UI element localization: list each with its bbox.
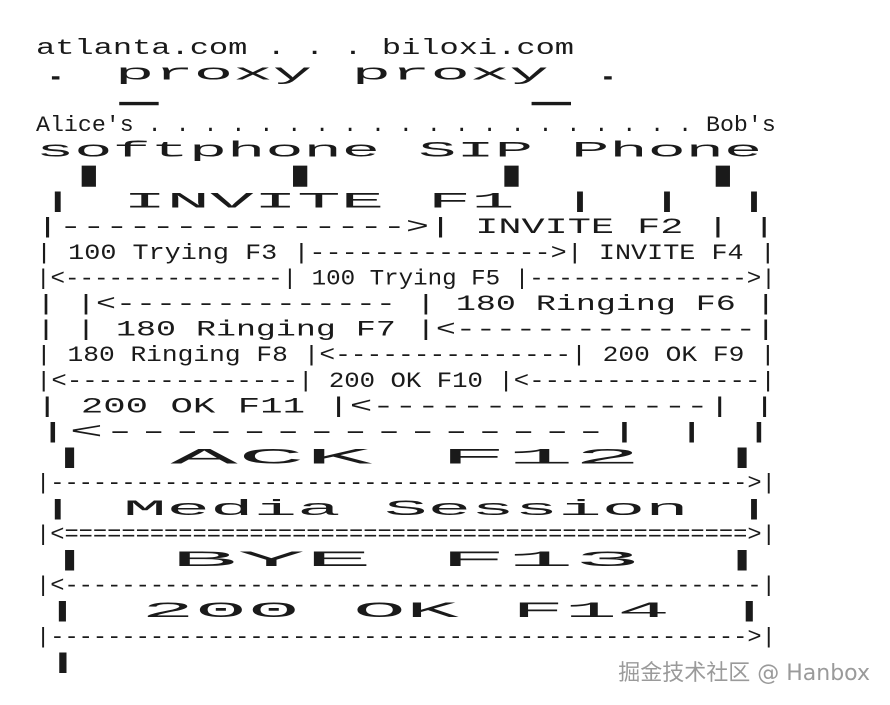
- watermark: 掘金技术社区 @ Hanbox: [618, 661, 870, 686]
- diagram-line: | ACK F12 |: [36, 445, 776, 471]
- diagram-line: |<======================================…: [36, 521, 776, 547]
- diagram-line: . proxy proxy .: [36, 61, 628, 87]
- diagram-line: | 200 OK F14 |: [36, 598, 776, 624]
- diagram-line: | 200 OK F11 |<---------------| |: [36, 393, 776, 419]
- diagram-line: |: [36, 649, 90, 675]
- diagram-line: softphone SIP Phone: [36, 137, 762, 163]
- diagram-line: |<---------------| 200 OK F10 |<--------…: [36, 368, 776, 394]
- diagram-line: |--------------->| INVITE F2 | |: [36, 214, 776, 240]
- diagram-line: . .: [36, 86, 655, 112]
- diagram-line: | | 180 Ringing F7 |<---------------|: [36, 317, 776, 343]
- diagram-line: |<---------------| | |: [36, 419, 776, 445]
- diagram-line: | |<-------------- | 180 Ringing F6 |: [36, 291, 776, 317]
- diagram-line: |<---------------| 100 Trying F5 |------…: [36, 265, 776, 291]
- diagram-line: | Media Session |: [36, 496, 776, 522]
- diagram-line: | 100 Trying F3 |--------------->| INVIT…: [36, 240, 776, 266]
- diagram-line: | | | |: [36, 163, 776, 189]
- diagram-line: atlanta.com . . . biloxi.com: [36, 35, 574, 61]
- diagram-line: |---------------------------------------…: [36, 470, 776, 496]
- diagram-line: |---------------------------------------…: [36, 624, 776, 650]
- diagram-line: | 180 Ringing F8 |<---------------| 200 …: [36, 342, 776, 368]
- diagram-line: | INVITE F1 | | |: [36, 189, 776, 215]
- diagram-line: |<--------------------------------------…: [36, 573, 776, 599]
- diagram-line: | BYE F13 |: [36, 547, 776, 573]
- diagram-line: Alice's . . . . . . . . . . . . . . . . …: [36, 112, 776, 138]
